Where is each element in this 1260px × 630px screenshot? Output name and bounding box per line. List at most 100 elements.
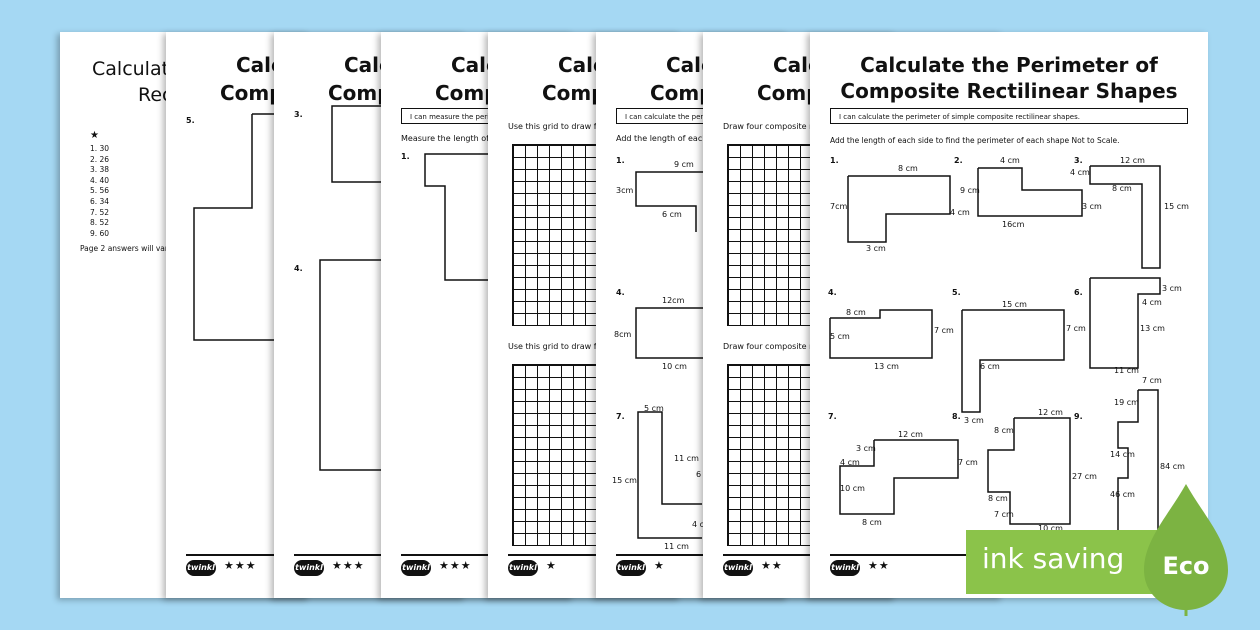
question-number: 7. [828,412,837,421]
side-label: 11 cm [674,454,699,463]
side-label: 9 cm [960,186,980,195]
rectangle-shape [319,259,384,471]
side-label: 3 cm [856,444,876,453]
twinkl-logo: twinkl [616,560,646,576]
composite-shape [1089,277,1161,369]
side-label: 14 cm [1110,450,1135,459]
side-label: 13 cm [1140,324,1165,333]
question-number: 8. [952,412,961,421]
side-label: 4 c [692,520,705,529]
side-label: 3cm [616,186,634,195]
composite-shape [424,153,493,281]
answer-item: 5. 56 [90,186,110,196]
instruction-text: Add the length of each [616,134,708,143]
side-label: 8 cm [862,518,882,527]
answer-item: 1. 30 [90,144,110,153]
side-label: 19 cm [1114,398,1139,407]
side-label: 8cm [614,330,632,339]
twinkl-logo: twinkl [294,560,324,576]
question-number: 5. [952,288,961,297]
question-number: 4. [294,264,303,273]
side-label: 8 cm [846,308,866,317]
difficulty-stars: ★ [546,559,557,572]
side-label: 4 cm [1070,168,1090,177]
composite-shape [637,411,702,539]
side-label: 16cm [1002,220,1025,229]
side-label: 15 cm [1164,202,1189,211]
question-number: 5. [186,116,195,125]
difficulty-stars: ★★★ [439,559,472,572]
answer-item: 3. 38 [90,165,110,175]
answer-title-line2: Rec [138,84,173,106]
worksheet-front-page: Calculate the Perimeter of Composite Rec… [810,32,1208,598]
side-label: 6 [696,470,702,479]
side-label: 4 cm [840,458,860,467]
composite-shape [977,167,1083,217]
difficulty-stars: ★★★ [224,559,257,572]
side-label: 11 cm [1114,366,1139,375]
instruction-text: Draw four composite re [723,342,818,351]
composite-shape [847,175,951,243]
question-number: 3. [294,110,303,119]
side-label: 4 cm [950,208,970,217]
side-label: 3 cm [866,244,886,253]
answer-item: 9. 60 [90,228,110,238]
side-label: 12 cm [1038,408,1063,417]
side-label: 4 cm [1142,298,1162,307]
answer-title-line1: Calculate [92,58,181,80]
side-label: 10 cm [840,484,865,493]
difficulty-stars: ★★ [868,559,890,572]
side-label: 8 cm [988,494,1008,503]
ink-saving-label: ink saving [982,542,1125,575]
composite-shape [987,417,1071,525]
rectangle-shape [635,307,704,359]
question-number: 6. [1074,288,1083,297]
instruction-text: Use this grid to draw fo [508,342,602,351]
side-label: 7 cm [958,458,978,467]
answer-item: 6. 34 [90,196,110,206]
side-label: 9 cm [674,160,694,169]
question-number: 3. [1074,156,1083,165]
instruction-text: Draw four composite re [723,122,818,131]
side-label: 8 cm [898,164,918,173]
composite-shape [829,309,933,359]
side-label: 27 cm [1072,472,1097,481]
side-label: 3 cm [964,416,984,425]
instruction-text: Add the length of each side to find the … [830,136,1120,145]
page-title-line1: Calculate the Perimeter of [860,53,1158,77]
side-label: 7 cm [1066,324,1086,333]
question-number: 7. [616,412,625,421]
eco-label: Eco [1162,552,1209,580]
star-icon: ★ [90,130,99,141]
side-label: 3 cm [1162,284,1182,293]
leaf-icon: Eco [1144,484,1228,616]
question-number: 1. [830,156,839,165]
side-label: 7 cm [934,326,954,335]
rectangle-shape [331,105,390,183]
side-label: 10 cm [1038,524,1063,533]
answer-item: 4. 40 [90,175,110,185]
page-title-line2: Composite Rectilinear Shapes [840,79,1178,103]
difficulty-stars: ★★ [761,559,783,572]
twinkl-logo: twinkl [723,560,753,576]
composite-shape [1089,165,1161,269]
side-label: 7cm [830,202,848,211]
side-label: 11 cm [664,542,689,551]
question-number: 9. [1074,412,1083,421]
answer-note: Page 2 answers will vary [80,244,173,253]
side-label: 12 cm [898,430,923,439]
composite-shape [839,439,959,515]
question-number: 4. [616,288,625,297]
side-label: 7 cm [994,510,1014,519]
side-label: 6 cm [980,362,1000,371]
side-label: 12cm [662,296,685,305]
composite-shape [1117,389,1159,557]
side-label: 84 cm [1160,462,1185,471]
difficulty-stars: ★ [654,559,665,572]
side-label: 15 cm [1002,300,1027,309]
side-label: 46 cm [1110,490,1135,499]
side-label: 5 cm [830,332,850,341]
answer-item: 7. 52 [90,207,110,217]
side-label: 6 cm [662,210,682,219]
composite-shape [961,309,1065,413]
